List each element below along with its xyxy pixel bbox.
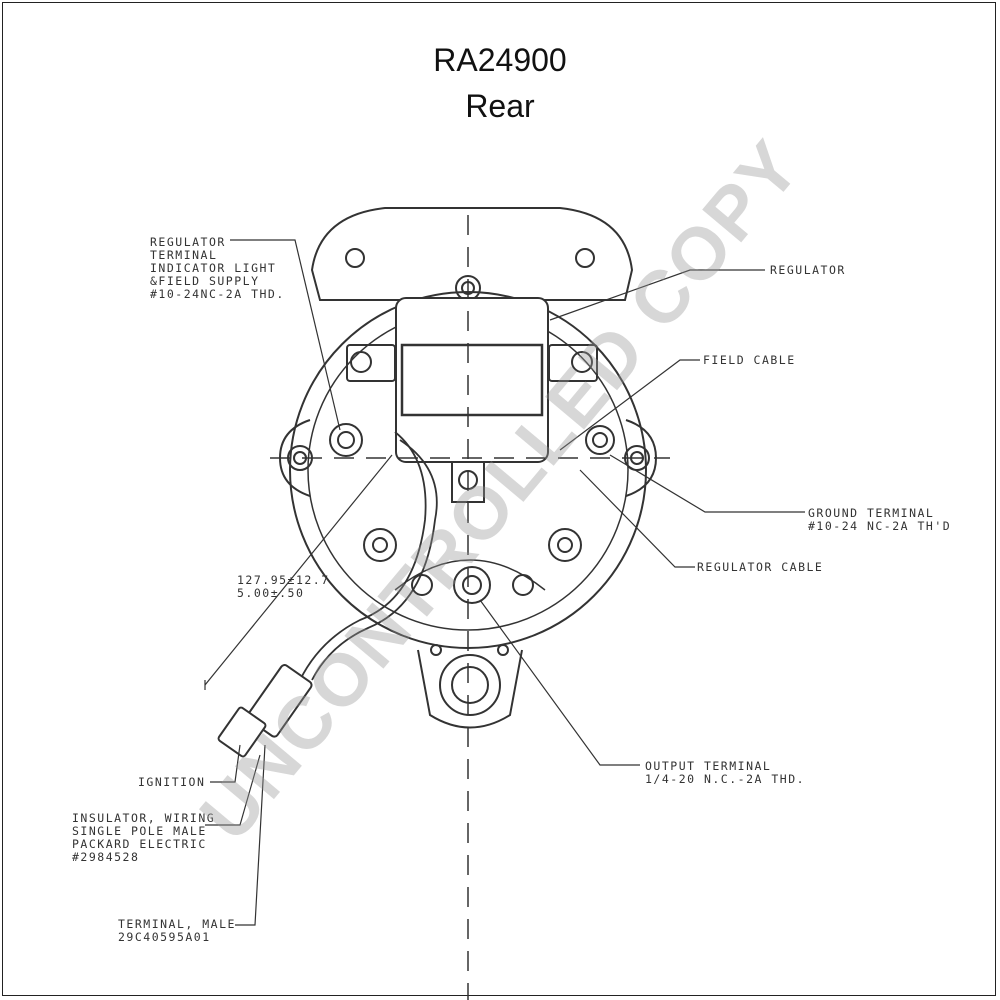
model-title: RA24900 — [433, 42, 567, 78]
output-terminal-stud — [453, 566, 491, 604]
regulator-window — [400, 343, 544, 417]
label-insulator: INSULATOR, WIRING SINGLE POLE MALE PACKA… — [72, 811, 216, 864]
label-regulator: REGULATOR — [770, 263, 846, 277]
label-dimension: 127.95±12.7 5.00±.50 — [237, 573, 330, 600]
label-regulator-cable: REGULATOR CABLE — [697, 560, 824, 574]
stud-right — [548, 528, 582, 562]
bottom-mount — [417, 649, 523, 729]
ear-hole-right — [575, 248, 595, 268]
label-regulator-terminal: REGULATOR TERMINAL INDICATOR LIGHT &FIEL… — [150, 235, 285, 301]
label-field-cable: FIELD CABLE — [703, 353, 796, 367]
top-mounting-ear — [310, 207, 634, 301]
label-ground-terminal: GROUND TERMINAL #10-24 NC-2A TH'D — [808, 506, 952, 533]
connector-insulator — [217, 706, 267, 758]
ignition-wire — [299, 431, 427, 681]
label-output-terminal: OUTPUT TERMINAL 1/4-20 N.C.-2A THD. — [645, 759, 806, 786]
view-subtitle: Rear — [465, 88, 535, 124]
ear-hole-left — [345, 248, 365, 268]
ground-terminal-stud — [585, 425, 615, 455]
label-ignition: IGNITION — [138, 775, 206, 789]
label-terminal-male: TERMINAL, MALE 29C40595A01 — [118, 917, 236, 944]
regulator-terminal-stud — [329, 423, 363, 457]
stud-left — [363, 528, 397, 562]
